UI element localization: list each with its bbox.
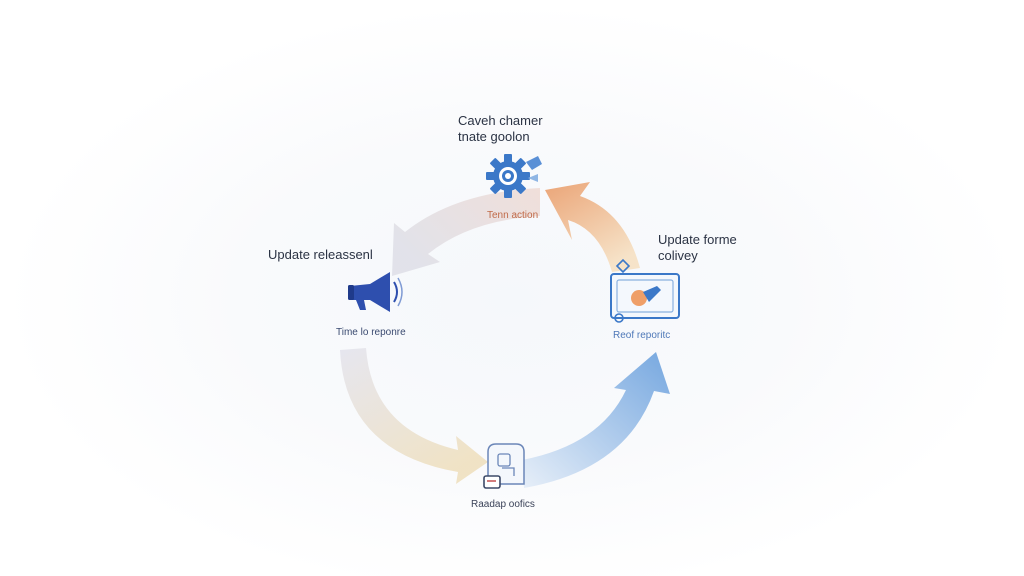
node-right-caption: Reof reporitc xyxy=(613,330,671,341)
node-top-title: Caveh chamer tnate goolon xyxy=(458,113,543,145)
node-right-title: Update forme colivey xyxy=(658,232,737,264)
monitor-wrench-icon xyxy=(610,258,680,323)
megaphone-icon xyxy=(348,272,403,312)
node-right-title-line2: colivey xyxy=(658,248,698,263)
gear-icon xyxy=(486,154,542,198)
node-right-title-line1: Update forme xyxy=(658,232,737,247)
node-bottom-caption: Raadap oofics xyxy=(471,499,535,510)
arc-top-to-left xyxy=(392,188,540,276)
node-left-caption: Time lo reponre xyxy=(336,327,406,338)
node-left-title: Update releassenl xyxy=(268,247,373,262)
document-icon xyxy=(483,443,525,489)
arc-right-to-top xyxy=(545,182,640,272)
arc-bottom-to-right xyxy=(522,352,670,488)
arc-left-to-bottom xyxy=(340,348,488,484)
node-top-caption: Tenn action xyxy=(487,210,539,221)
node-top-title-line2: tnate goolon xyxy=(458,129,530,144)
node-top-title-line1: Caveh chamer xyxy=(458,113,543,128)
